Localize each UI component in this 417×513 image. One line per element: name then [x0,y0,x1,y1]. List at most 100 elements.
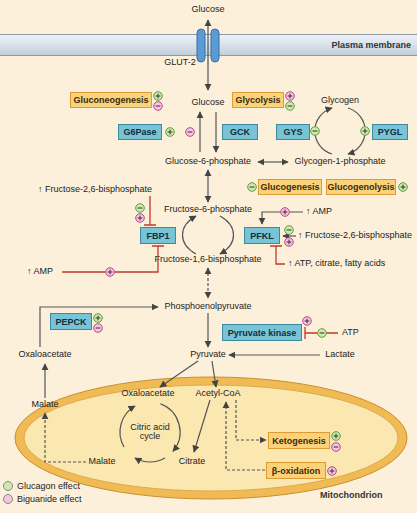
metabolite-label: Glucose [191,98,224,107]
enzyme-box: GCK [222,124,258,140]
metabolite-label: Malate [31,400,58,409]
reaction-arrow [229,354,320,355]
reaction-arrow [199,112,200,152]
node-label: Gluconeogenesis [73,95,148,105]
process-box: Gluconeogenesis [70,92,152,108]
outer-membrane [15,377,407,499]
process-box: β-oxidation [266,462,326,479]
metabolite-label: Acetyl-CoA [195,389,240,398]
metabolite-label: Glycogen [321,96,359,105]
inhibition-line [62,246,164,272]
legend-text: Glucagon effect [17,481,80,491]
metabolite-label: Oxaloacetate [121,389,174,398]
biguanide-plus [106,268,115,277]
reaction-arrow [44,364,45,398]
node-label: β-oxidation [272,466,321,476]
glucagon-minus [286,102,295,111]
metabolite-label: Phosphoenolpyruvate [164,302,251,311]
enzyme-box: FBP1 [140,227,176,244]
enzyme-box: GYS [276,124,310,140]
metabolite-label: Glucose-6-phosphate [165,157,251,166]
metabolite-label: Citrate [179,457,206,466]
biguanide-plus [136,214,145,223]
node-label: Glucogenolysis [327,182,394,192]
inhibition-line [270,246,285,264]
metabolite-label: Oxaloacetate [18,350,71,359]
reaction-arrow [40,307,158,347]
cycle-arrow [183,216,197,254]
metabolite-label: Glycogen-1-phosphate [294,157,385,166]
metabolite-label: ↑ Fructose-2,6-bisphosphate [298,231,412,240]
metabolite-label: Fructose-1,6-bisphosphate [154,255,261,264]
biguanide-minus [154,102,163,111]
cycle-arrow [315,108,332,154]
metabolite-label: ATP [342,328,359,337]
process-box: Glucogenolysis [326,179,396,195]
node-label: PFKL [250,231,274,241]
reaction-arrow [207,313,208,347]
node-label: FBP1 [146,231,169,241]
metabolite-label: GLUT-2 [164,58,196,67]
metabolite-label: Pyruvate [190,350,226,359]
membrane-band: Plasma membrane [0,34,417,56]
node-label: Ketogenesis [272,436,326,446]
activation-arrow [283,235,296,236]
cycle-arrow [220,216,234,254]
biguanide-minus [186,128,195,137]
glucagon-minus [285,226,294,235]
cycle-arrow [348,108,365,154]
metabolite-label: Citric acid cycle [127,423,173,442]
glucagon-plus [166,128,175,137]
glucagon-plus [361,127,370,136]
metabolite-label: ↑ ATP, citrate, fatty acids [288,259,385,268]
process-box: Ketogenesis [268,432,330,449]
metabolite-label: ↑ AMP [27,267,53,276]
biguanide-minus [94,324,103,333]
legend-swatch [3,494,13,504]
enzyme-box: G6Pase [118,124,162,140]
reaction-arrow [207,170,208,202]
biguanide-plus [303,317,312,326]
legend-row: Glucagon effect [3,481,80,491]
reaction-arrow [207,268,208,298]
enzyme-box: PYGL [372,124,408,140]
inhibition-line [305,327,338,339]
activation-arrow [262,212,303,224]
biguanide-plus [285,238,294,247]
metabolite-label: ↑ AMP [306,207,332,216]
node-label: Mitochondrion [320,490,383,500]
process-box: Glycolysis [232,92,284,108]
glucagon-minus [311,127,320,136]
glucagon-minus [136,204,145,213]
biguanide-plus [286,92,295,101]
enzyme-box: PEPCK [50,313,92,330]
process-box: Glucogenesis [258,179,322,195]
node-label: GCK [230,127,250,137]
reaction-arrow [215,112,216,152]
legend-swatch [3,481,13,491]
metabolite-label: Lactate [325,350,355,359]
glucagon-plus [154,92,163,101]
glucagon-plus [94,314,103,323]
legend-text: Biguanide effect [17,494,81,504]
glucagon-minus [248,183,257,192]
enzyme-box: Pyruvate kinase [222,324,302,341]
metabolite-label: Fructose-6-phosphate [164,205,252,214]
node-label: Pyruvate kinase [228,328,297,338]
metabolite-label: Glucose [191,5,224,14]
node-label: PYGL [378,127,403,137]
inhibition-line [144,196,156,225]
node-label: Glucogenesis [260,182,319,192]
node-label: PEPCK [55,317,86,327]
glucagon-plus [399,183,408,192]
node-label: G6Pase [123,127,156,137]
metabolite-label: ↑ Fructose-2,6-bisphosphate [38,185,152,194]
node-label: Glycolysis [235,95,280,105]
enzyme-box: PFKL [244,227,280,244]
inner-membrane [24,385,398,491]
biguanide-plus [281,208,290,217]
glucagon-minus [318,329,327,338]
metabolite-label: Malate [88,457,115,466]
legend-row: Biguanide effect [3,494,81,504]
